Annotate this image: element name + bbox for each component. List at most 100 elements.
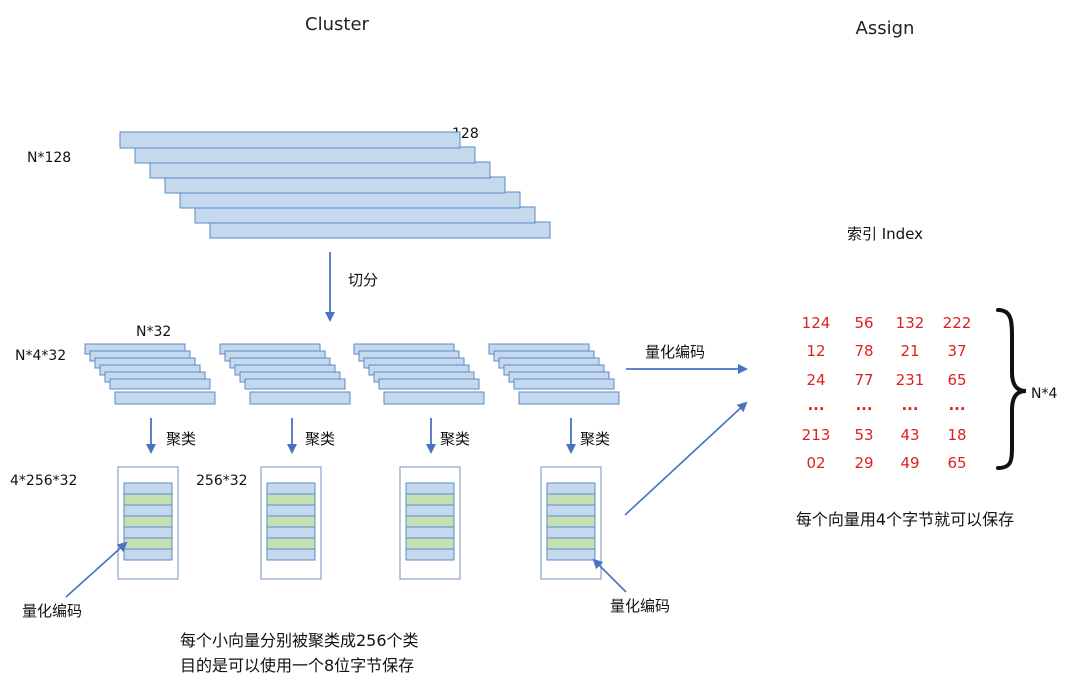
big-vector-bar: [164, 176, 506, 194]
index-cell: ...: [807, 396, 824, 414]
codebook-4: [540, 466, 602, 580]
codebook-1: [117, 466, 179, 580]
index-cell: 21: [900, 342, 919, 360]
index-cell: 77: [854, 371, 873, 389]
quantize-left-arrow: [65, 541, 128, 598]
sub-vector-bar: [109, 378, 211, 390]
big-vector-bar: [209, 221, 551, 239]
sub-vector-bar: [378, 378, 480, 390]
index-cell: 37: [947, 342, 966, 360]
codebook-row: [266, 504, 316, 517]
codebook-row: [123, 493, 173, 506]
index-cell: 24: [806, 371, 825, 389]
codebook-row: [123, 526, 173, 539]
codebook-3: [399, 466, 461, 580]
codebook-big-label: 4*256*32: [10, 473, 77, 489]
codebook-row: [546, 515, 596, 528]
right-brace: [996, 308, 1027, 470]
n128-label: N*128: [27, 150, 71, 166]
index-table: 124 56 132 222 12 78 21 37 24 77 231 65 …: [802, 314, 972, 472]
codebook-row: [266, 526, 316, 539]
n4-32-label: N*4*32: [15, 348, 66, 364]
assign-diagonal-arrow: [624, 401, 748, 516]
index-cell: 18: [947, 426, 966, 444]
sub-vector-stack-1: [84, 343, 216, 405]
big-vector-bar: [149, 161, 491, 179]
index-cell: 02: [806, 454, 825, 472]
codebook-row: [546, 537, 596, 550]
sub-vector-bar: [249, 391, 351, 405]
codebook-row: [266, 537, 316, 550]
cluster-label-4: 聚类: [580, 430, 610, 448]
quantize-bottom-label: 量化编码: [610, 597, 670, 615]
index-cell: 213: [802, 426, 831, 444]
codebook-row: [123, 504, 173, 517]
index-cell: 132: [896, 314, 925, 332]
index-cell: 53: [854, 426, 873, 444]
n32-label: N*32: [136, 324, 171, 340]
sub-vector-stack-4: [488, 343, 620, 405]
sub-vector-bar: [114, 391, 216, 405]
index-cell: 65: [947, 454, 966, 472]
sub-vector-bar: [518, 391, 620, 405]
cluster-label-3: 聚类: [440, 430, 470, 448]
cluster-label-1: 聚类: [166, 430, 196, 448]
index-cell: 49: [900, 454, 919, 472]
codebook-2: [260, 466, 322, 580]
codebook-row: [546, 482, 596, 495]
index-cell: ...: [901, 396, 918, 414]
quantize-left-label: 量化编码: [22, 602, 82, 620]
assign-note: 每个向量用4个字节就可以保存: [796, 510, 1014, 529]
codebook-row: [123, 548, 173, 561]
index-title: 索引 Index: [847, 225, 923, 243]
index-cell: 78: [854, 342, 873, 360]
codebook-row: [405, 504, 455, 517]
codebook-row: [405, 493, 455, 506]
codebook-row: [405, 515, 455, 528]
codebook-row: [546, 526, 596, 539]
index-cell: 29: [854, 454, 873, 472]
codebook-row: [123, 537, 173, 550]
sub-vector-bar: [383, 391, 485, 405]
index-cell: 56: [854, 314, 873, 332]
codebook-row: [266, 482, 316, 495]
codebook-small-label: 256*32: [196, 473, 248, 489]
sub-vector-stack-3: [353, 343, 485, 405]
index-cell: 124: [802, 314, 831, 332]
big-vector-bar: [194, 206, 536, 224]
codebook-row: [123, 515, 173, 528]
codebook-row: [123, 482, 173, 495]
assign-header: Assign: [856, 18, 915, 39]
sub-vector-bar: [513, 378, 615, 390]
cluster-label-2: 聚类: [305, 430, 335, 448]
big-vector-bar: [119, 131, 461, 149]
codebook-row: [405, 548, 455, 561]
sub-vector-bar: [244, 378, 346, 390]
note-line-1: 每个小向量分别被聚类成256个类: [180, 631, 419, 650]
index-cell: 65: [947, 371, 966, 389]
codebook-row: [266, 493, 316, 506]
big-vector-bar: [134, 146, 476, 164]
index-cell: 222: [943, 314, 972, 332]
sub-vector-stack-2: [219, 343, 351, 405]
big-vector-bar: [179, 191, 521, 209]
codebook-row: [546, 493, 596, 506]
n4-label: N*4: [1031, 386, 1057, 402]
big-vector-stack: [119, 131, 551, 239]
codebook-row: [546, 504, 596, 517]
index-cell: ...: [948, 396, 965, 414]
cluster-header: Cluster: [305, 14, 369, 35]
index-cell: 231: [896, 371, 925, 389]
codebook-row: [405, 526, 455, 539]
codebook-row: [405, 482, 455, 495]
split-label: 切分: [348, 271, 378, 289]
quantize-bottom-arrow: [592, 558, 627, 593]
index-cell: 43: [900, 426, 919, 444]
codebook-row: [546, 548, 596, 561]
codebook-row: [405, 537, 455, 550]
quantize-top-label: 量化编码: [645, 343, 705, 361]
codebook-row: [266, 515, 316, 528]
codebook-row: [266, 548, 316, 561]
index-cell: 12: [806, 342, 825, 360]
